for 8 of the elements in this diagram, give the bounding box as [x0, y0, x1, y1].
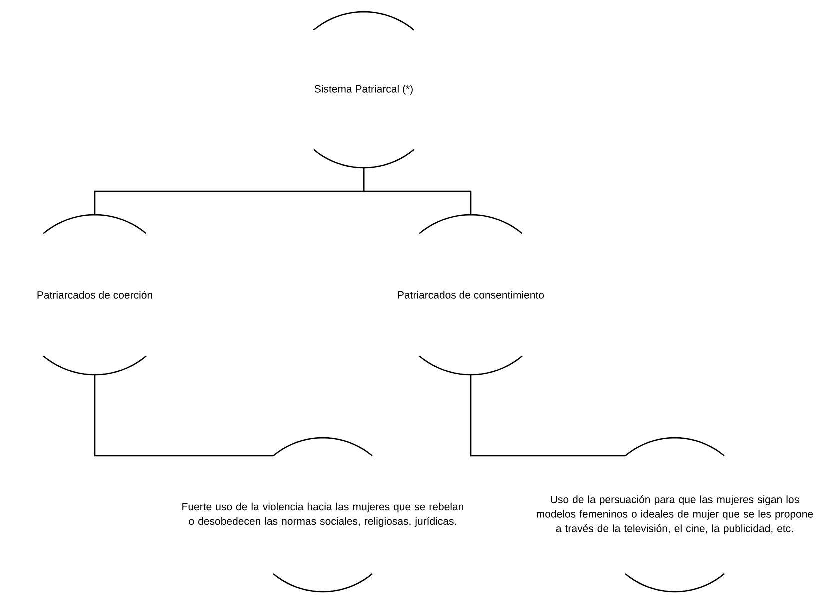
concept-node: Fuerte uso de la violencia hacia las mujeres que se rebelan o desobedecen las normas sociales, religiosas, jurídicas.	[182, 437, 464, 593]
concept-node: Patriarcados de coerción	[38, 214, 152, 376]
concept-node: Patriarcados de consentimiento	[398, 214, 544, 376]
concept-node: Sistema Patriarcal (*)	[313, 11, 415, 169]
concept-node: Uso de la persuación para que las mujeres sigan los modelos femeninos o ideales de mujer que se les propone a través de la televisión, el cine, la publicidad, etc.	[537, 437, 814, 593]
connector-line	[363, 168, 472, 215]
connector-line	[94, 375, 274, 457]
connector-line	[470, 375, 626, 457]
